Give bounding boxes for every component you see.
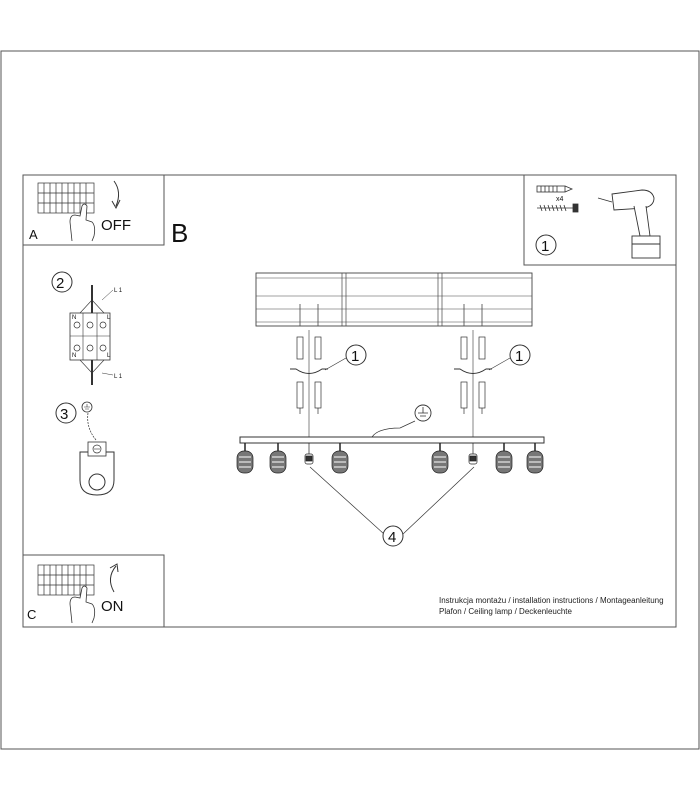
panel-c-on-label: ON: [101, 598, 124, 615]
terminal-l1-top: L 1: [114, 288, 123, 294]
ground-terminal-diagram: 3: [55, 401, 115, 496]
tools-panel: x4 1: [523, 174, 677, 266]
spotlight: [236, 443, 254, 474]
ground-symbol-icon: [81, 401, 93, 413]
terminal-n-top: N: [72, 315, 76, 321]
hand-icon: [69, 585, 96, 624]
panel-b-letter: B: [171, 218, 188, 248]
ground-wire: [371, 420, 416, 438]
step-3-number: 3: [60, 406, 68, 423]
bulb: [468, 443, 478, 465]
breaker-box-icon: [37, 564, 95, 596]
step-2-number: 2: [56, 275, 64, 292]
panel-a-off-label: OFF: [101, 217, 131, 234]
bulb: [304, 443, 314, 465]
up-arrow-icon: [110, 565, 117, 593]
terminal-l-top: L: [107, 315, 111, 321]
panel-a: A OFF: [22, 174, 165, 246]
step-1-left-number: 1: [351, 348, 359, 365]
hand-icon: [69, 203, 96, 242]
step-1-right-number: 1: [515, 348, 523, 365]
step-4-number: 4: [388, 529, 396, 546]
terminal-block-diagram: 2 N L N L L 1 L 1: [51, 271, 123, 385]
down-arrow-icon: [113, 180, 120, 207]
terminal-l1-bottom: L 1: [114, 374, 123, 380]
ceiling-diagram: [255, 272, 533, 327]
caption-line-1: Instrukcja montażu / installation instru…: [439, 596, 664, 605]
terminal-n-bottom: N: [72, 353, 76, 359]
terminal-l-bottom: L: [107, 353, 111, 359]
spotlight: [269, 443, 287, 474]
drill-icon: [597, 189, 661, 259]
spotlight: [526, 443, 544, 474]
panel-c-letter: C: [27, 607, 36, 622]
spotlight: [495, 443, 513, 474]
tools-step-number: 1: [541, 238, 549, 255]
mounting-bracket-left: [290, 330, 328, 437]
inner-frame: [22, 174, 677, 628]
mounting-bracket-right: [454, 330, 492, 437]
lamp-bar: [236, 436, 545, 474]
spotlight: [331, 443, 349, 474]
ground-symbol-icon: [414, 404, 432, 422]
caption-line-2: Plafon / Ceiling lamp / Deckenleuchte: [439, 607, 573, 616]
wall-plug-icon: [536, 185, 574, 193]
panel-a-letter: A: [29, 227, 38, 242]
anchor-count: x4: [556, 196, 564, 203]
screw-icon: [537, 203, 579, 213]
panel-c: C ON: [22, 554, 165, 628]
outer-frame: [0, 50, 700, 750]
spotlight: [431, 443, 449, 474]
step-1-badge: [535, 234, 557, 256]
